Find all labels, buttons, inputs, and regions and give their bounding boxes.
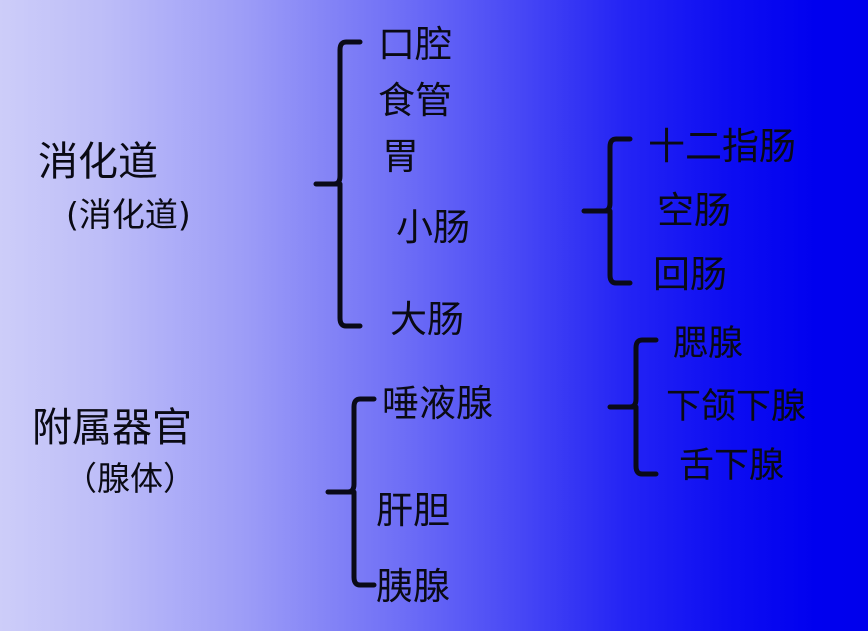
leaf-parotid-gland: 腮腺 [673,324,744,364]
brace-digestive-tract [313,39,363,329]
group-subtitle-accessory-organs: （腺体） [64,459,196,498]
leaf-sublingual-gland: 舌下腺 [679,446,785,486]
leaf-large-intestine: 大肠 [390,298,464,341]
brace-accessory-organs [325,396,377,588]
leaf-pancreas: 胰腺 [376,565,450,608]
leaf-small-intestine: 小肠 [396,206,470,249]
group-title-digestive-tract: 消化道 [38,139,158,185]
leaf-liver-gallbladder: 肝胆 [376,489,450,532]
leaf-stomach: 胃 [382,135,419,178]
brace-small-intestine [581,136,633,286]
leaf-oral-cavity: 口腔 [378,23,452,66]
leaf-submandibular-gland: 下颌下腺 [666,387,807,427]
leaf-salivary-glands: 唾液腺 [382,382,493,425]
leaf-jejunum: 空肠 [657,189,731,232]
group-title-accessory-organs: 附属器官 [32,405,192,451]
leaf-esophagus: 食管 [378,79,452,122]
leaf-duodenum: 十二指肠 [648,125,796,168]
leaf-ileum: 回肠 [653,253,727,296]
brace-salivary-glands [607,337,659,477]
group-subtitle-digestive-tract: (消化道) [66,195,191,234]
